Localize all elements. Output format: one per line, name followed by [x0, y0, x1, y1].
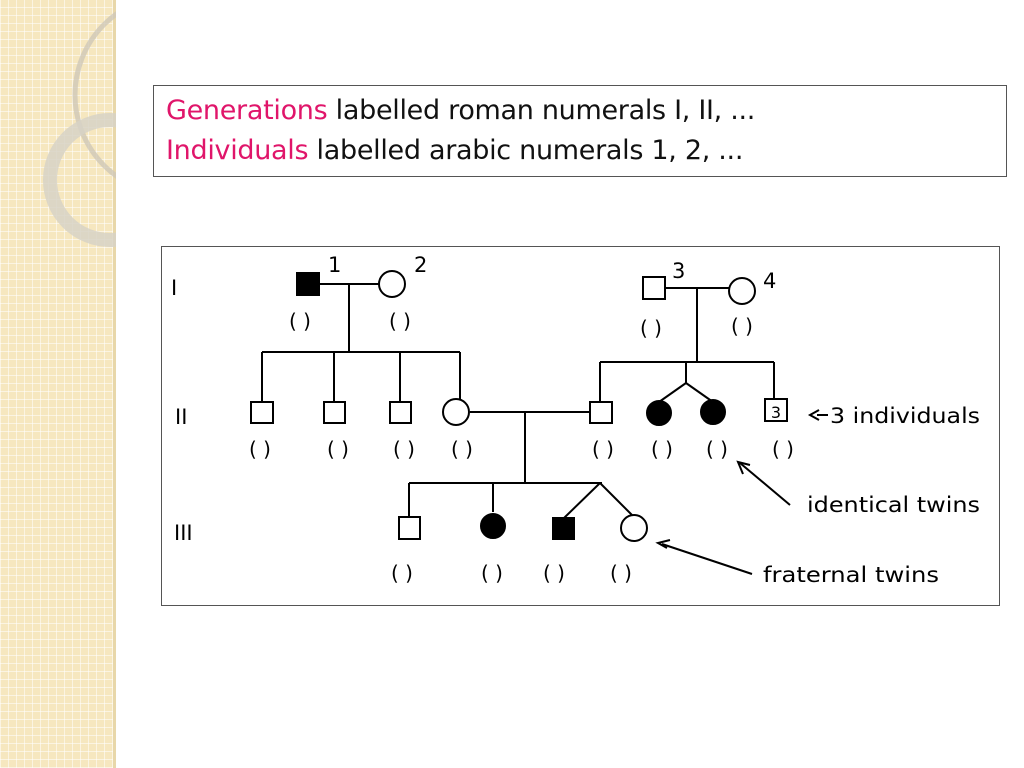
individual-ii-2-male	[323, 401, 346, 424]
paren-labels: ( ) ( ) ( ) ( ) ( ) ( ) ( ) ( ) ( ) ( ) …	[249, 309, 794, 585]
paren-label: ( )	[640, 316, 662, 340]
paren-label: ( )	[393, 437, 415, 461]
annotation-three-individuals: 3 individuals	[830, 404, 980, 428]
generation-label-i: I	[171, 276, 177, 300]
generation-label-iii: III	[174, 521, 193, 545]
individual-ii-3-male	[389, 401, 412, 424]
paren-label: ( )	[451, 437, 473, 461]
individual-iii-1-male	[398, 516, 421, 540]
individual-i-3-male	[642, 276, 666, 300]
paren-label: ( )	[249, 437, 271, 461]
individual-number-2: 2	[414, 253, 427, 277]
title-highlight-individuals: Individuals	[166, 135, 309, 166]
paren-label: ( )	[389, 309, 411, 333]
individual-number-1: 1	[328, 253, 341, 277]
paren-label: ( )	[289, 309, 311, 333]
individual-ii-1-male	[250, 401, 274, 424]
individual-ii-6-female-affected	[646, 400, 672, 426]
paren-label: ( )	[610, 561, 632, 585]
individual-i-4-female	[728, 277, 756, 305]
individual-ii-7-female-affected	[700, 399, 726, 425]
paren-label: ( )	[543, 561, 565, 585]
annotations: 3 individuals identical twins fraternal …	[763, 404, 980, 587]
individual-ii-4-female	[442, 398, 470, 426]
title-highlight-generations: Generations	[166, 95, 328, 126]
individual-number-4: 4	[763, 269, 776, 293]
annotation-identical-twins: identical twins	[807, 493, 980, 517]
individual-iii-4-female	[620, 514, 648, 542]
title-line-1: Generations labelled roman numerals I, I…	[166, 94, 755, 128]
paren-label: ( )	[481, 561, 503, 585]
pedigree-individuals	[250, 270, 788, 542]
title-line-2: Individuals labelled arabic numerals 1, …	[166, 134, 743, 168]
annotation-fraternal-twins: fraternal twins	[763, 563, 939, 587]
generation-labels: I II III	[171, 276, 193, 545]
paren-label: ( )	[391, 561, 413, 585]
individual-number-3: 3	[672, 259, 685, 283]
individual-ii-8-grouped	[764, 398, 788, 422]
individual-numbers: 1 2 3 4	[328, 253, 776, 293]
side-strip-edge	[113, 0, 116, 768]
title-box: Generations labelled roman numerals I, I…	[153, 85, 1007, 177]
individual-ii-5-male	[589, 401, 613, 424]
individual-iii-3-male-affected	[552, 517, 575, 540]
title-text-2: labelled arabic numerals 1, 2, ...	[308, 135, 744, 166]
paren-label: ( )	[731, 314, 753, 338]
paren-label: ( )	[772, 437, 794, 461]
paren-label: ( )	[706, 437, 728, 461]
individual-iii-2-female-affected	[480, 513, 506, 539]
title-text-1: labelled roman numerals I, II, ...	[327, 95, 756, 126]
pedigree-diagram: 3 I II III 1 2 3 4 ( ) ( ) ( ) ( ) ( ) (…	[161, 246, 1000, 606]
grouped-count-label: 3	[771, 403, 781, 422]
paren-label: ( )	[651, 437, 673, 461]
pedigree-lines	[261, 283, 828, 575]
generation-label-ii: II	[175, 405, 187, 429]
individual-i-1-male-affected	[296, 272, 320, 296]
paren-label: ( )	[327, 437, 349, 461]
decorative-arcs	[43, 11, 116, 247]
individual-i-2-female	[378, 270, 406, 298]
pedigree-svg: 3 I II III 1 2 3 4 ( ) ( ) ( ) ( ) ( ) (…	[171, 253, 980, 587]
paren-label: ( )	[592, 437, 614, 461]
